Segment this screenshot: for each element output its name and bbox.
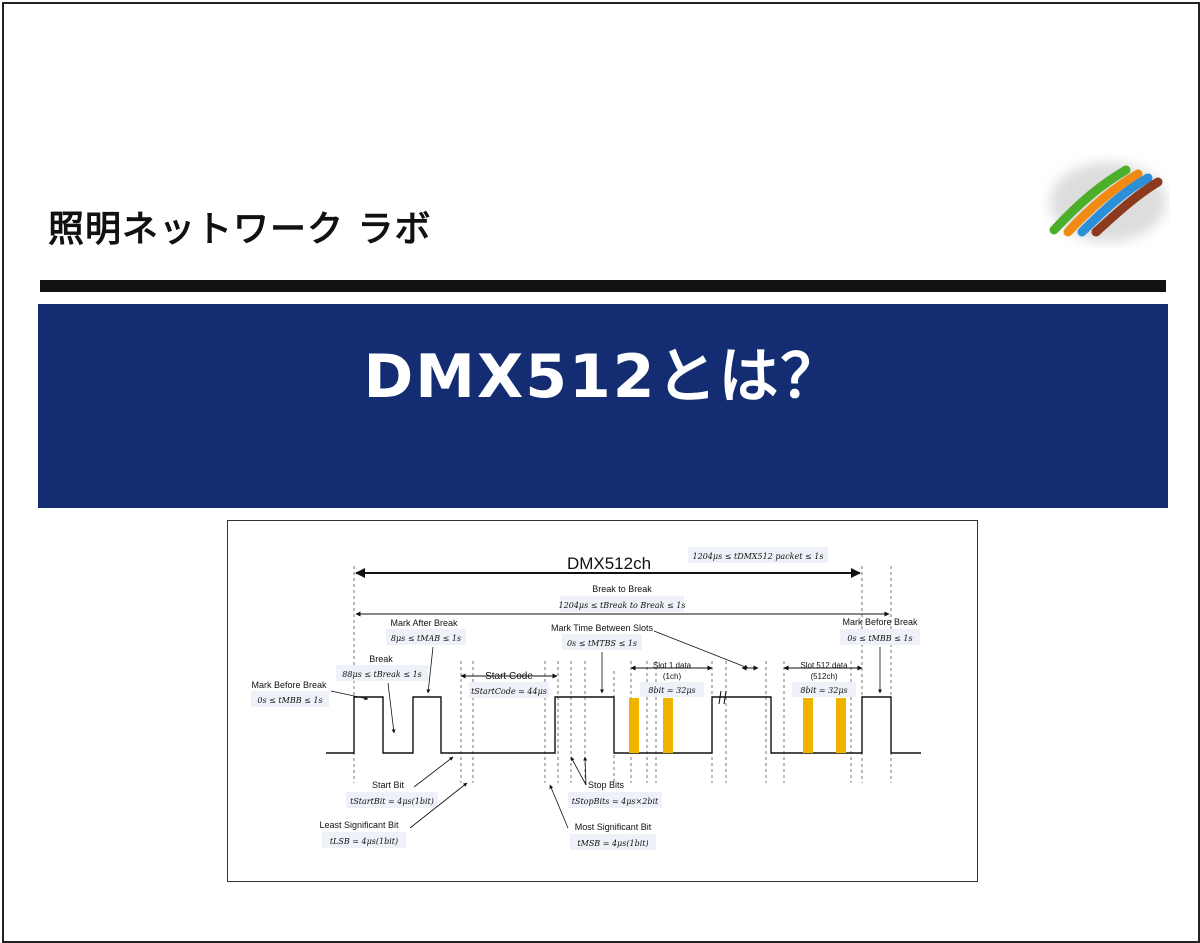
mbb-right-label: Mark Before Break xyxy=(842,617,918,627)
break-eq: 88μs ≤ tBreak ≤ 1s xyxy=(342,670,422,679)
start-bit-eq: tStartBit = 4μs(1bit) xyxy=(350,797,434,806)
lsb-label: Least Significant Bit xyxy=(319,820,399,830)
stop-bits-label: Stop Bits xyxy=(588,780,625,790)
header-divider xyxy=(40,280,1166,292)
start-code-eq: tStartCode = 44μs xyxy=(471,687,547,696)
slot512-eq: 8bit = 32μs xyxy=(800,686,847,695)
brand-logo-icon xyxy=(1049,162,1166,242)
lsb-eq: tLSB = 4μs(1bit) xyxy=(330,837,398,846)
start-bit-label: Start Bit xyxy=(372,780,405,790)
stop-bits-eq: tStopBits = 4μs×2bit xyxy=(572,797,659,806)
mbb-right-eq: 0s ≤ tMBB ≤ 1s xyxy=(847,634,912,643)
slot-data-bits xyxy=(629,698,846,753)
slot512-bit-b xyxy=(836,698,846,753)
mab-eq: 8μs ≤ tMAB ≤ 1s xyxy=(391,634,461,643)
banner-title: DMX512とは？ xyxy=(363,342,843,412)
start-code-label: Start Code xyxy=(485,671,533,682)
mbb-left-eq: 0s ≤ tMBB ≤ 1s xyxy=(257,696,322,705)
slot1-bit-b xyxy=(663,698,673,753)
break-to-break-label: Break to Break xyxy=(592,584,652,594)
break-to-break-eq: 1204μs ≤ tBreak to Break ≤ 1s xyxy=(559,601,686,610)
packet-eq: 1204μs ≤ tDMX512 packet ≤ 1s xyxy=(693,552,824,561)
mbb-left-label: Mark Before Break xyxy=(251,680,327,690)
timing-diagram-svg: DMX512ch 1204μs ≤ tDMX512 packet ≤ 1s Br… xyxy=(251,547,921,850)
slot512-label: Slot 512 data xyxy=(800,661,848,670)
msb-label: Most Significant Bit xyxy=(575,822,652,832)
slot512-bit-a xyxy=(803,698,813,753)
mab-label: Mark After Break xyxy=(390,618,458,628)
slot1-bit-a xyxy=(629,698,639,753)
slot1-sub: (1ch) xyxy=(663,672,682,681)
mtbs-eq: 0s ≤ tMTBS ≤ 1s xyxy=(567,639,637,648)
diagram-headline: DMX512ch xyxy=(567,554,651,573)
slot1-eq: 8bit = 32μs xyxy=(648,686,695,695)
break-label: Break xyxy=(369,654,393,664)
signal-waveform xyxy=(326,696,921,754)
slot1-label: Slot 1 data xyxy=(653,661,692,670)
msb-eq: tMSB = 4μs(1bit) xyxy=(577,839,648,848)
mtbs-label: Mark Time Between Slots xyxy=(551,623,654,633)
title-banner: DMX512とは？ xyxy=(38,304,1168,508)
slot512-sub: (512ch) xyxy=(810,672,837,681)
dmx512-timing-diagram: DMX512ch 1204μs ≤ tDMX512 packet ≤ 1s Br… xyxy=(227,520,978,882)
brand-title: 照明ネットワーク ラボ xyxy=(48,209,432,250)
